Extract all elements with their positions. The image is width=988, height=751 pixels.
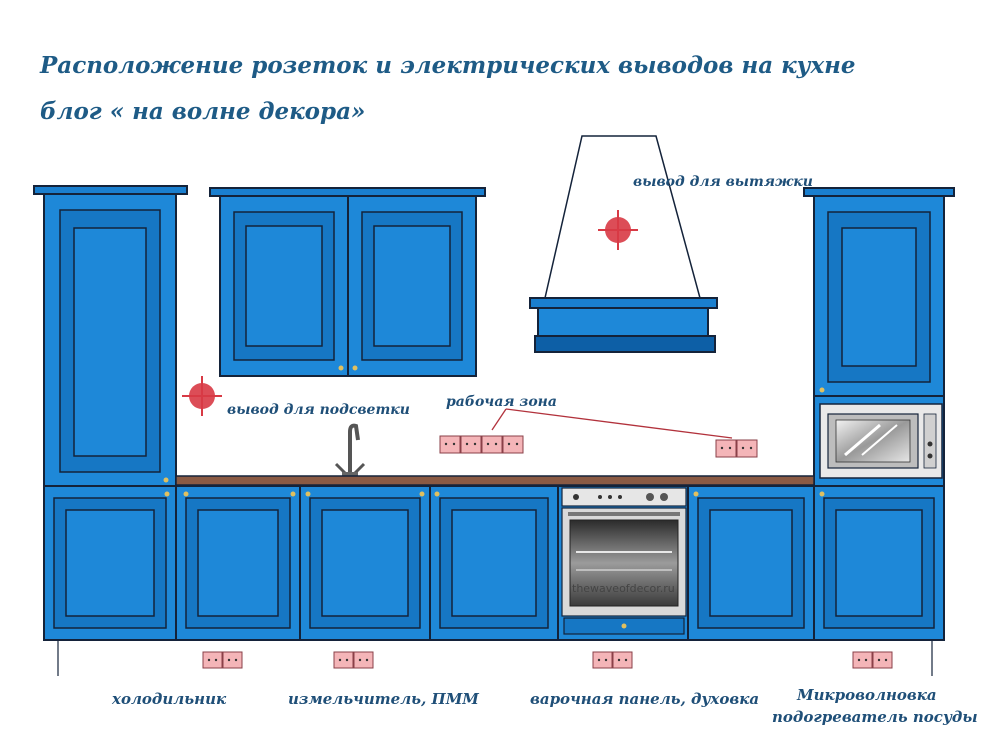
plinth xyxy=(44,639,944,676)
oven xyxy=(557,485,689,641)
hood-outlet-marker xyxy=(598,210,638,250)
socket-group-work-right xyxy=(715,439,758,458)
light-outlet-label: вывод для подсветки xyxy=(227,402,410,418)
countertop xyxy=(175,475,815,486)
microwave-label-line1: Микроволновка xyxy=(797,686,937,704)
tall-cabinet-left xyxy=(33,185,188,487)
work-zone-label: рабочая зона xyxy=(446,394,557,410)
upper-cabinet xyxy=(209,187,486,377)
grinder-label: измельчитель, ПММ xyxy=(288,690,479,708)
microwave-label-line2: подогреватель посуды xyxy=(772,708,978,726)
diagram-title-line2: блог « на волне декора» xyxy=(40,98,366,125)
light-outlet-marker xyxy=(182,376,222,416)
socket-group-microwave xyxy=(852,651,893,669)
socket-group-cooktop xyxy=(592,651,633,669)
watermark: thewaveofdecor.ru xyxy=(572,582,675,595)
work-zone-pointer-right xyxy=(505,408,733,439)
socket-group-work-left xyxy=(439,435,524,454)
work-zone-pointer-left xyxy=(491,408,507,431)
base-cabinets xyxy=(43,485,945,641)
faucet xyxy=(334,423,366,477)
microwave xyxy=(819,403,943,479)
range-hood xyxy=(529,135,718,353)
fridge-label: холодильник xyxy=(112,690,227,708)
cooktop-label: варочная панель, духовка xyxy=(530,690,760,708)
socket-group-grinder xyxy=(333,651,374,669)
hood-outlet-label: вывод для вытяжки xyxy=(633,174,813,190)
socket-group-fridge xyxy=(202,651,243,669)
diagram-title-line1: Расположение розеток и электрических выв… xyxy=(40,52,856,79)
